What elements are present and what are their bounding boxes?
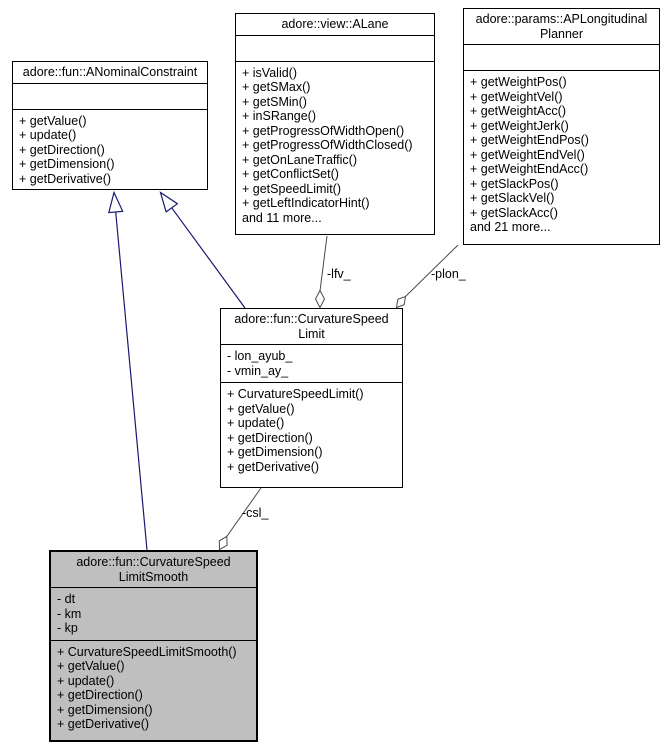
class-title: adore::fun::ANominalConstraint	[13, 62, 207, 84]
inheritance-edge-limit	[171, 207, 246, 309]
attributes-compartment	[464, 45, 659, 71]
member-line: + getDimension()	[57, 702, 153, 717]
member-line: + getWeightVel()	[470, 89, 563, 104]
edge-label-plon: -plon_	[431, 267, 466, 281]
member-line: + getSlackAcc()	[470, 205, 558, 220]
edge-label-csl: -csl_	[242, 506, 269, 520]
member-line: + getValue()	[227, 401, 295, 416]
open-diamond-plon	[395, 295, 407, 309]
attributes-compartment: - lon_ayub_- vmin_ay_	[221, 345, 402, 383]
member-line: + getDimension()	[19, 157, 115, 171]
class-node-alane[interactable]: adore::view::ALane + isValid()+ getSMax(…	[235, 13, 435, 235]
class-title-line: Limit	[298, 326, 325, 341]
member-line: + update()	[227, 416, 285, 430]
methods-compartment: + CurvatureSpeedLimit()+ getValue()+ upd…	[221, 383, 402, 487]
class-title-line: Planner	[539, 26, 584, 41]
methods-compartment: + getWeightPos()+ getWeightVel()+ getWei…	[464, 71, 659, 244]
class-title-line: adore::view::ALane	[281, 17, 389, 31]
member-line: + getSMin()	[242, 94, 307, 109]
member-line: + getWeightPos()	[470, 75, 567, 89]
member-line: - km	[57, 606, 82, 621]
attributes-compartment	[236, 36, 434, 62]
member-line: + inSRange()	[242, 109, 316, 123]
member-line: + getDirection()	[19, 142, 105, 157]
edge-label-lfv: -lfv_	[327, 267, 351, 281]
member-line: + getSlackPos()	[470, 176, 559, 191]
member-line: and 11 more...	[242, 210, 322, 225]
member-line: + isValid()	[242, 65, 297, 80]
class-title-line: adore::params::APLongitudinal	[475, 12, 648, 26]
member-line: - lon_ayub_	[227, 349, 293, 363]
open-triangle-arrowhead-limit	[159, 191, 179, 213]
member-line: + getSMax()	[242, 80, 311, 94]
member-line: and 21 more...	[470, 220, 551, 234]
member-line: - dt	[57, 592, 76, 606]
member-line: + getValue()	[57, 659, 125, 673]
member-line: + getDerivative()	[227, 459, 320, 474]
member-line: + getProgressOfWidthClosed()	[242, 138, 413, 152]
member-line: - kp	[57, 621, 78, 635]
open-diamond-lfv	[314, 289, 326, 309]
member-line: + getSlackVel()	[470, 191, 555, 205]
member-line: + getOnLaneTraffic()	[242, 152, 357, 167]
member-line: + getConflictSet()	[242, 167, 339, 181]
class-title-line: adore::fun::CurvatureSpeed	[234, 312, 389, 326]
member-line: + getWeightAcc()	[470, 104, 566, 118]
member-line: + getWeightEndPos()	[470, 133, 589, 147]
class-title-line: adore::fun::ANominalConstraint	[22, 65, 198, 79]
member-line: + CurvatureSpeedLimitSmooth()	[57, 644, 237, 659]
member-line: + getProgressOfWidthOpen()	[242, 123, 405, 138]
open-diamond-csl	[218, 535, 228, 551]
member-line: + getValue()	[19, 113, 87, 128]
member-line: + getDirection()	[227, 430, 313, 445]
open-triangle-arrowhead-smooth	[108, 190, 124, 214]
member-line: + getSpeedLimit()	[242, 181, 342, 196]
member-line: + getLeftIndicatorHint()	[242, 196, 370, 210]
inheritance-edge-smooth	[115, 211, 148, 551]
member-line: + getWeightJerk()	[470, 118, 569, 133]
methods-compartment: + CurvatureSpeedLimitSmooth()+ getValue(…	[51, 641, 256, 741]
class-title-line: LimitSmooth	[118, 569, 189, 584]
member-line: + getDerivative()	[57, 717, 150, 731]
member-line: + getDerivative()	[19, 171, 112, 186]
member-line: + CurvatureSpeedLimit()	[227, 387, 364, 401]
methods-compartment: + isValid()+ getSMax()+ getSMin()+ inSRa…	[236, 62, 434, 235]
member-line: + getDimension()	[227, 445, 323, 459]
member-line: + update()	[57, 673, 115, 688]
member-line: + update()	[19, 128, 77, 142]
class-node-anominalconstraint[interactable]: adore::fun::ANominalConstraint + getValu…	[12, 61, 208, 190]
methods-compartment: + getValue()+ update()+ getDirection()+ …	[13, 110, 207, 190]
class-title-line: adore::fun::CurvatureSpeed	[76, 555, 231, 569]
member-line: + getWeightEndAcc()	[470, 162, 589, 176]
class-title: adore::view::ALane	[236, 14, 434, 36]
member-line: + getDirection()	[57, 688, 143, 702]
member-line: - vmin_ay_	[227, 363, 289, 378]
member-line: + getWeightEndVel()	[470, 147, 585, 162]
attributes-compartment: - dt- km- kp	[51, 588, 256, 641]
aggregation-edge-lfv	[319, 235, 328, 292]
attributes-compartment	[13, 84, 207, 110]
